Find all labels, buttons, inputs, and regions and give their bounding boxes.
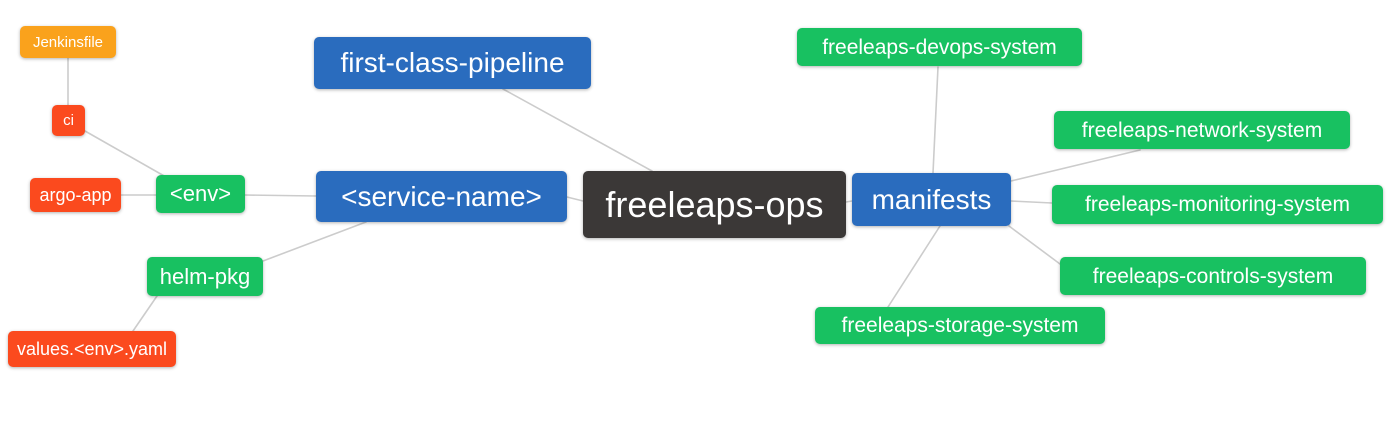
node-freeleaps-monitoring-system[interactable]: freeleaps-monitoring-system	[1052, 185, 1383, 224]
node-freeleaps-controls-system[interactable]: freeleaps-controls-system	[1060, 257, 1366, 295]
edge-manifests-controls-system	[1008, 225, 1061, 265]
node-jenkinsfile[interactable]: Jenkinsfile	[20, 26, 116, 58]
node-env[interactable]: <env>	[156, 175, 245, 213]
edge-freeleaps-ops-manifests	[845, 200, 853, 203]
node-freeleaps-devops-system[interactable]: freeleaps-devops-system	[797, 28, 1082, 66]
edge-manifests-storage-system	[887, 225, 941, 308]
edge-env-service-name	[244, 194, 317, 197]
node-service-name[interactable]: <service-name>	[316, 171, 567, 222]
edge-service-name-freeleaps-ops	[566, 196, 584, 202]
edge-pipeline-freeleaps-ops	[502, 88, 653, 172]
node-ci[interactable]: ci	[52, 105, 85, 136]
edge-manifests-monitoring-system	[1010, 200, 1053, 204]
edge-helm-pkg-service-name	[262, 221, 367, 262]
node-helm-pkg[interactable]: helm-pkg	[147, 257, 263, 296]
edge-manifests-devops-system	[932, 66, 939, 174]
node-freeleaps-network-system[interactable]: freeleaps-network-system	[1054, 111, 1350, 149]
node-manifests[interactable]: manifests	[852, 173, 1011, 226]
node-argo-app[interactable]: argo-app	[30, 178, 121, 212]
edge-manifests-network-system	[1010, 149, 1141, 182]
edge-values-helm-pkg	[132, 295, 158, 332]
node-values-env-yaml[interactable]: values.<env>.yaml	[8, 331, 176, 367]
node-freeleaps-storage-system[interactable]: freeleaps-storage-system	[815, 307, 1105, 344]
node-first-class-pipeline[interactable]: first-class-pipeline	[314, 37, 591, 89]
edge-ci-env	[84, 130, 167, 178]
node-freeleaps-ops-root[interactable]: freeleaps-ops	[583, 171, 846, 238]
